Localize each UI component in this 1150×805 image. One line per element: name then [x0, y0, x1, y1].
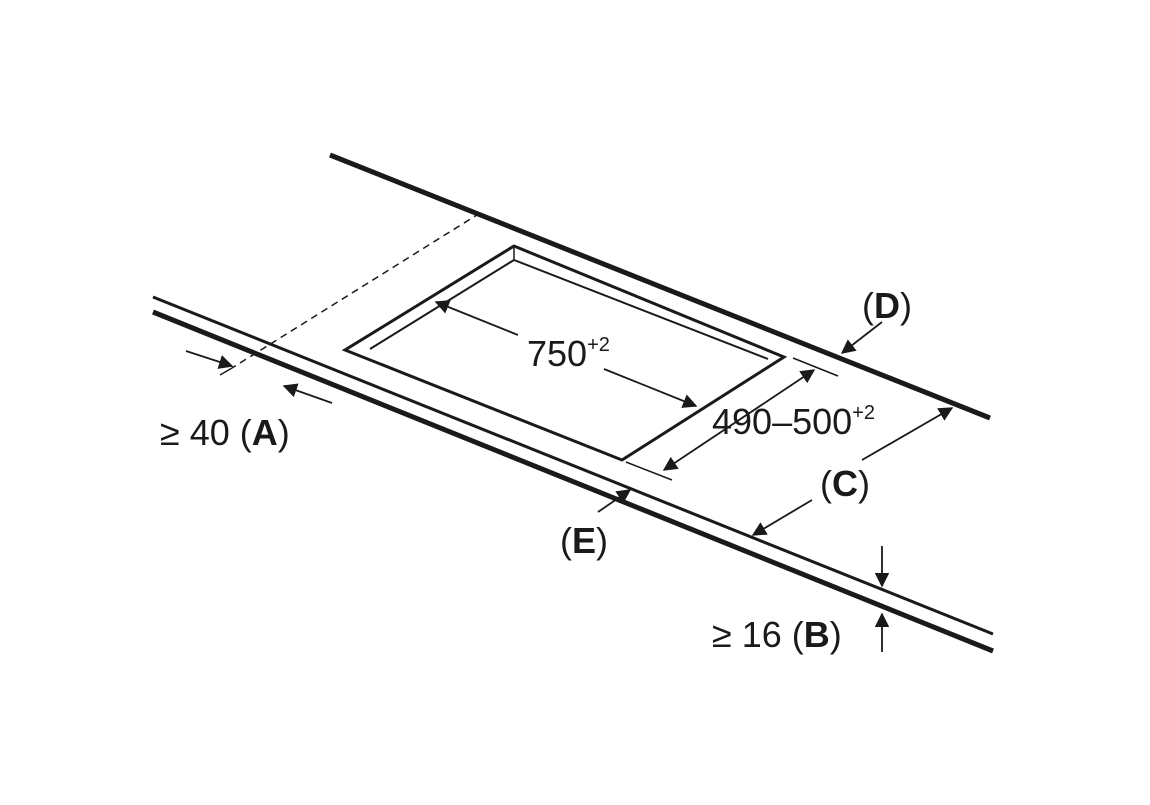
c-lower-arrow: [751, 499, 813, 536]
a-arrow-left: [185, 350, 234, 369]
depth-label: 490–500+2: [712, 401, 875, 442]
worktop-front-top-edge: [152, 295, 994, 636]
depth-dimension-line: [662, 369, 816, 471]
cutout-outer: [341, 244, 788, 462]
label-d: (D): [862, 285, 912, 326]
depth-extension-b: [625, 461, 673, 481]
a-arrow-right: [282, 383, 333, 404]
length-dimension-left: [434, 300, 519, 336]
d-arrow: [840, 321, 883, 354]
worktop-back-edge: [329, 152, 991, 421]
label-e: (E): [560, 520, 608, 561]
e-arrow: [597, 489, 632, 513]
length-label: 750+2: [527, 333, 610, 374]
a-extension-line: [219, 367, 233, 376]
label-c: (C): [820, 463, 870, 504]
label-a: ≥ 40 (A): [160, 412, 290, 453]
label-b: ≥ 16 (B): [712, 614, 842, 655]
reference-dashed-line: [231, 212, 481, 369]
worktop-front-bottom-edge: [152, 309, 994, 654]
c-upper-arrow: [861, 407, 954, 461]
length-dimension-right: [603, 368, 698, 408]
depth-extension-a: [792, 357, 839, 377]
